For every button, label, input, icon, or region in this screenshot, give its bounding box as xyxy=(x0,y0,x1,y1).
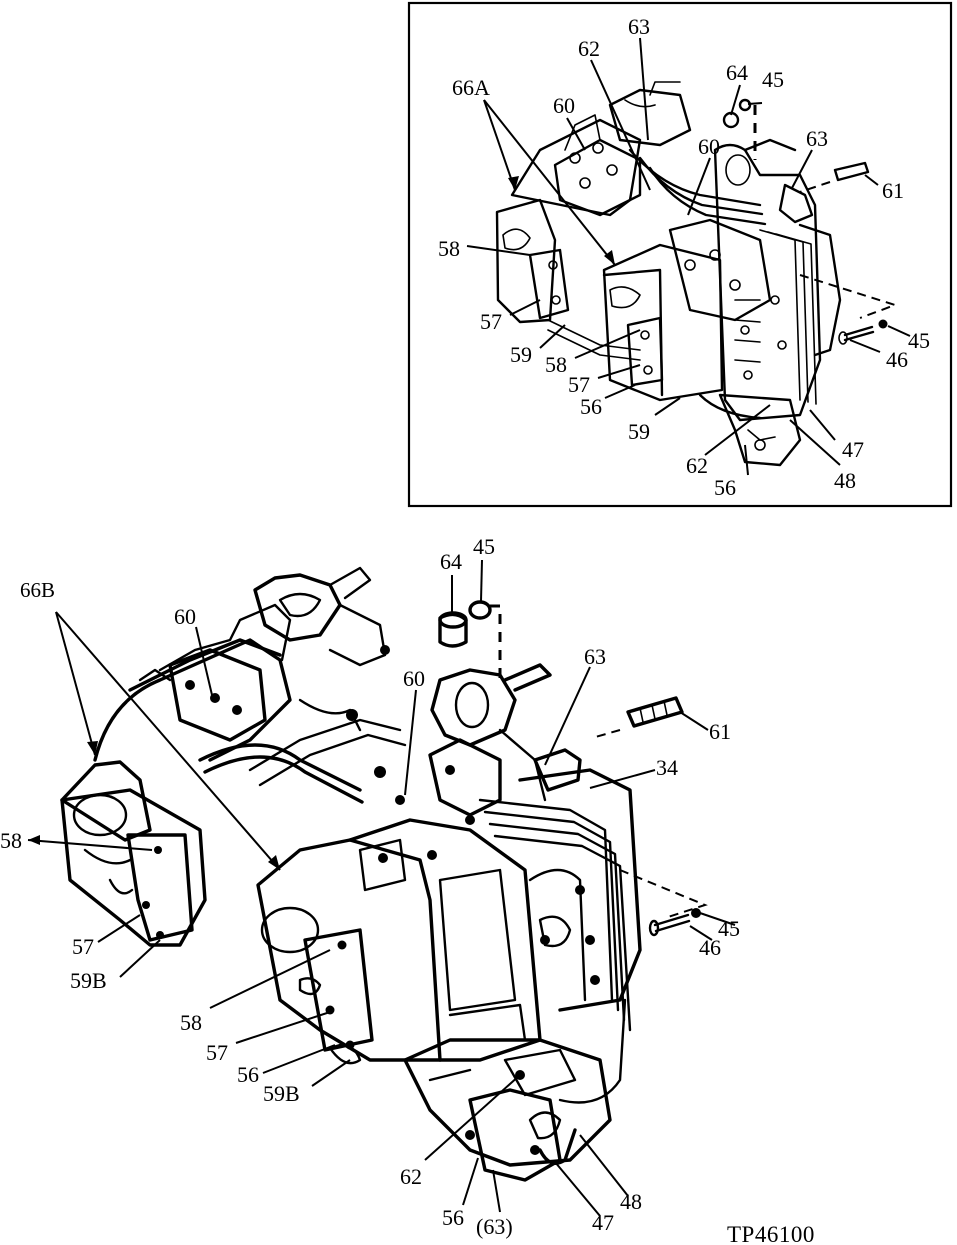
main-callout-56-mid: 56 xyxy=(237,1062,259,1087)
main-callout-34: 34 xyxy=(656,755,678,780)
inset-callout-57-left: 57 xyxy=(480,309,502,334)
inset-callout-58-mid: 58 xyxy=(545,352,567,377)
inset-callout-56-mid: 56 xyxy=(580,394,602,419)
main-callout-60-left: 60 xyxy=(174,604,196,629)
inset-callout-47: 47 xyxy=(842,437,864,462)
inset-callout-45-top: 45 xyxy=(762,67,784,92)
main-callout-58-left: 58 xyxy=(0,828,22,853)
main-callout-45-top: 45 xyxy=(473,534,495,559)
inset-callout-48: 48 xyxy=(834,468,856,493)
main-callout-59b-mid: 59B xyxy=(263,1081,300,1106)
figure-reference-number: TP46100 xyxy=(727,1222,815,1245)
main-callout-63-paren: (63) xyxy=(476,1214,513,1239)
main-callout-47: 47 xyxy=(592,1210,614,1235)
main-callout-64: 64 xyxy=(440,549,462,574)
main-assembly-drawing xyxy=(60,566,708,1182)
main-callout-66b: 66B xyxy=(20,578,55,602)
inset-callouts: 63 62 64 45 66A 60 60 63 61 58 57 59 58 … xyxy=(438,14,930,500)
main-callouts: 66B 60 64 45 60 63 61 34 58 57 59B 58 57… xyxy=(0,534,740,1239)
main-leader-lines xyxy=(27,559,736,1217)
inset-callout-58-left: 58 xyxy=(438,236,460,261)
main-callout-63: 63 xyxy=(584,644,606,669)
main-callout-62: 62 xyxy=(400,1164,422,1189)
main-callout-59b-left: 59B xyxy=(70,968,107,993)
main-callout-57-left: 57 xyxy=(72,934,94,959)
inset-callout-63-right: 63 xyxy=(806,126,828,151)
inset-callout-66a: 66A xyxy=(452,75,490,100)
inset-callout-63-top: 63 xyxy=(628,14,650,39)
main-callout-46: 46 xyxy=(699,935,721,960)
main-callout-57-mid: 57 xyxy=(206,1040,228,1065)
inset-callout-45-right: 45 xyxy=(908,328,930,353)
main-callout-45-right: 45 xyxy=(718,916,740,941)
inset-callout-62-top: 62 xyxy=(578,36,600,61)
inset-frame xyxy=(407,1,953,508)
main-callout-60-mid: 60 xyxy=(403,666,425,691)
inset-callout-60-left: 60 xyxy=(553,93,575,118)
inset-callout-61: 61 xyxy=(882,178,904,203)
main-callout-56-bottom: 56 xyxy=(442,1205,464,1230)
main-view: 66B 60 64 45 60 63 61 34 58 57 59B 58 57… xyxy=(0,534,740,1239)
inset-callout-56-bottom: 56 xyxy=(714,475,736,500)
inset-assembly-drawing xyxy=(495,81,899,467)
inset-leader-lines xyxy=(466,37,911,476)
inset-callout-62-bottom: 62 xyxy=(686,453,708,478)
main-callout-58-mid: 58 xyxy=(180,1010,202,1035)
inset-callout-46: 46 xyxy=(886,347,908,372)
main-callout-61: 61 xyxy=(709,719,731,744)
inset-callout-57-mid: 57 xyxy=(568,372,590,397)
inset-callout-64: 64 xyxy=(726,60,748,85)
inset-callout-60-mid: 60 xyxy=(698,134,720,159)
inset-callout-59-left: 59 xyxy=(510,342,532,367)
inset-view: 63 62 64 45 66A 60 60 63 61 58 57 59 58 … xyxy=(407,1,953,508)
main-callout-48: 48 xyxy=(620,1189,642,1214)
inset-callout-59-bottom: 59 xyxy=(628,419,650,444)
